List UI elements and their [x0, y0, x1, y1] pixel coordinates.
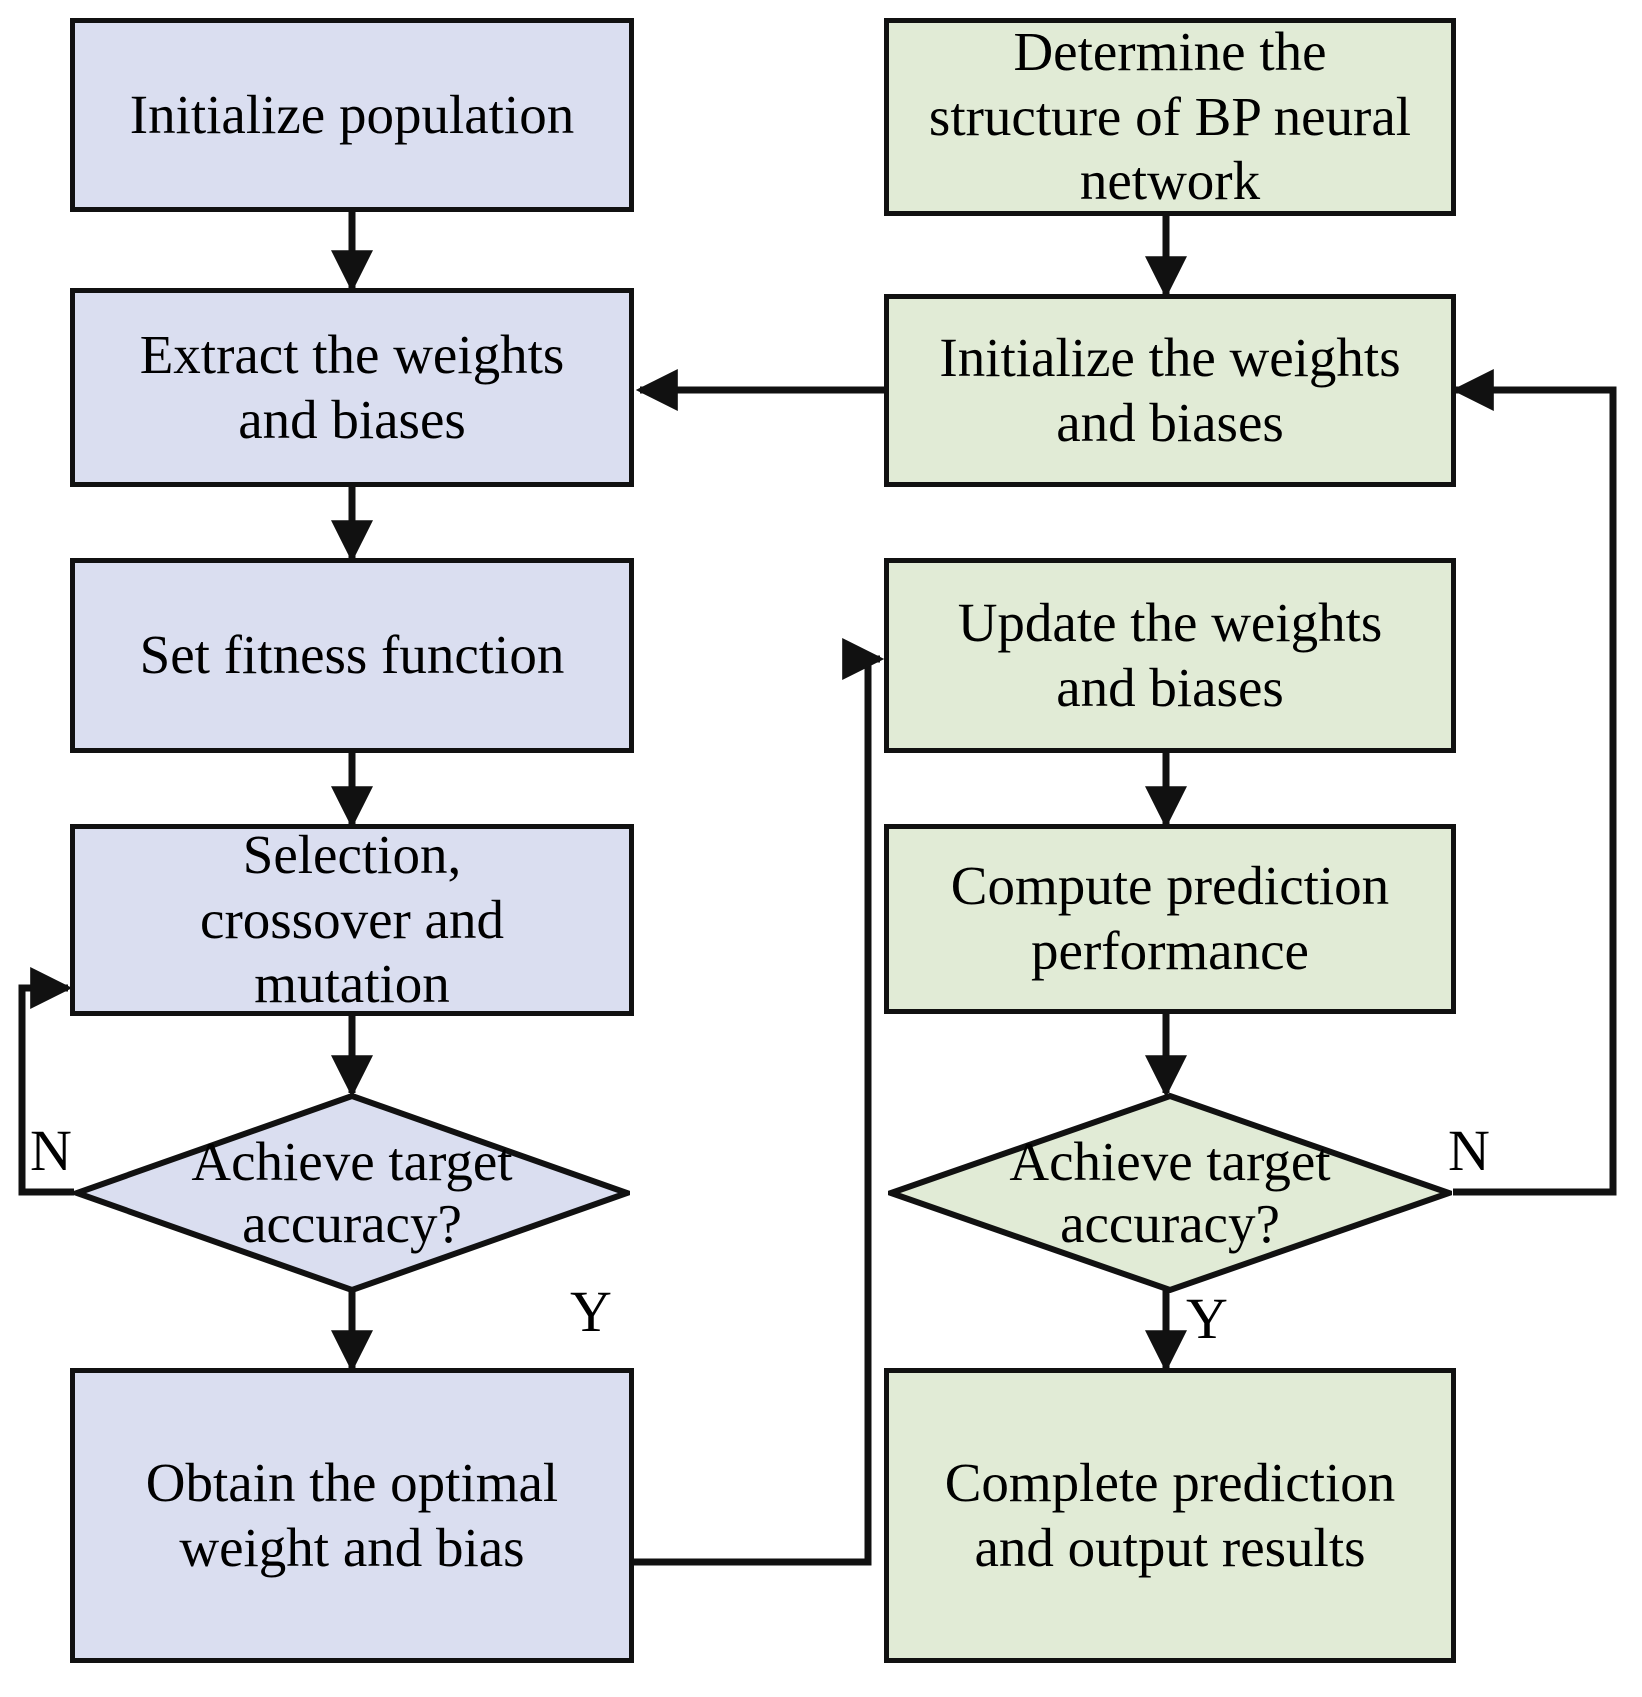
- node-init-weights[interactable]: Initialize the weights and biases: [884, 294, 1456, 487]
- diamond-shape: [74, 1093, 630, 1293]
- node-determine-structure[interactable]: Determine the structure of BP neural net…: [884, 18, 1456, 216]
- node-bp-decision-label: Achieve target accuracy?: [1009, 1131, 1331, 1254]
- edge-label-ga-no: N: [30, 1118, 72, 1183]
- node-init-population[interactable]: Initialize population: [70, 18, 634, 212]
- node-update-weights[interactable]: Update the weights and biases: [884, 558, 1456, 753]
- edge-label-bp-yes: Y: [1186, 1286, 1228, 1351]
- node-extract-weights[interactable]: Extract the weights and biases: [70, 288, 634, 487]
- node-ga-decision-label: Achieve target accuracy?: [191, 1131, 513, 1254]
- edge-bp-no-loop: [1451, 369, 1617, 1196]
- node-ga-decision[interactable]: Achieve target accuracy?: [74, 1093, 630, 1293]
- diamond-shape: [888, 1093, 1452, 1293]
- edge-label-ga-yes: Y: [570, 1279, 612, 1344]
- edge-label-bp-no: N: [1448, 1118, 1490, 1183]
- node-obtain-optimal-weight[interactable]: Obtain the optimal weight and bias: [70, 1368, 634, 1663]
- node-selection-crossover-mutation[interactable]: Selection, crossover and mutation: [70, 824, 634, 1016]
- node-bp-decision[interactable]: Achieve target accuracy?: [888, 1093, 1452, 1293]
- node-compute-performance[interactable]: Compute prediction performance: [884, 824, 1456, 1014]
- node-set-fitness[interactable]: Set fitness function: [70, 558, 634, 753]
- node-complete-prediction[interactable]: Complete prediction and output results: [884, 1368, 1456, 1663]
- edge-obtain-to-update: [634, 638, 885, 1566]
